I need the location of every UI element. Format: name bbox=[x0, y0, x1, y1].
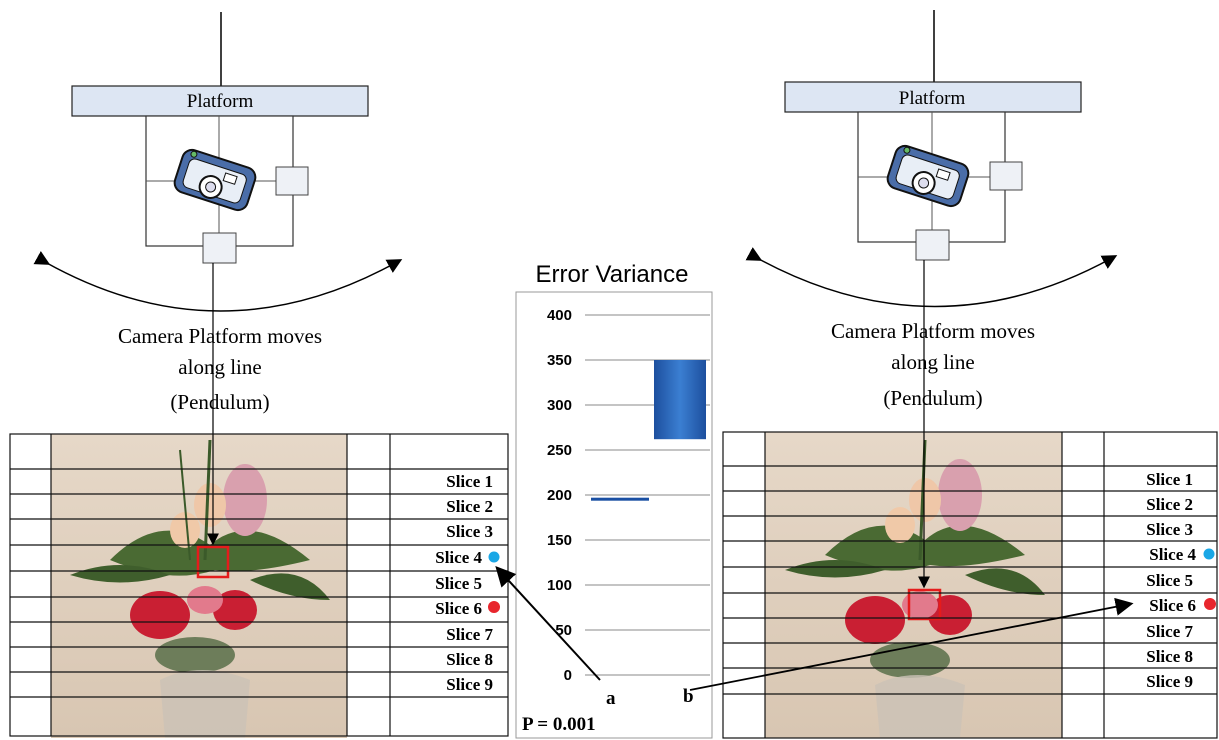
bar-a bbox=[591, 497, 649, 501]
right-slice4-dot bbox=[1203, 548, 1215, 560]
side-mount-right bbox=[989, 161, 1023, 191]
platform-label: Platform bbox=[187, 91, 254, 112]
y-tick-label: 150 bbox=[547, 532, 572, 549]
side-mount bbox=[275, 166, 309, 196]
right-slice-5: Slice 5 bbox=[1146, 571, 1193, 590]
left-slice4-dot bbox=[488, 551, 500, 563]
platform-box-right bbox=[784, 81, 1082, 113]
arrow-a-to-slice4 bbox=[495, 566, 601, 681]
y-tick-label: 200 bbox=[547, 487, 572, 504]
left-slice-8: Slice 8 bbox=[446, 650, 493, 669]
platform-label-right: Platform bbox=[899, 88, 966, 109]
caption-right-line3: (Pendulum) bbox=[883, 386, 982, 410]
y-tick-label: 300 bbox=[547, 397, 572, 414]
right-slice-2: Slice 2 bbox=[1146, 495, 1193, 514]
y-tick-labels: 0 50 100 150 200 250 300 350 400 bbox=[547, 307, 572, 684]
left-slice-2: Slice 2 bbox=[446, 497, 493, 516]
target-square bbox=[196, 545, 230, 579]
left-slice-3: Slice 3 bbox=[446, 522, 493, 541]
flower-arrangement-right bbox=[785, 439, 1045, 738]
caption-line2: along line bbox=[178, 355, 261, 379]
category-label-b: b bbox=[683, 686, 694, 707]
y-tick-label: 350 bbox=[547, 352, 572, 369]
left-slice-5: Slice 5 bbox=[435, 574, 482, 593]
arrow-b-to-slice6 bbox=[689, 597, 1134, 691]
slice-grid bbox=[9, 433, 509, 737]
left-slice-6: Slice 6 bbox=[435, 599, 482, 618]
target-square-right bbox=[907, 588, 942, 621]
bottom-mount bbox=[202, 232, 237, 264]
right-slice-7: Slice 7 bbox=[1146, 622, 1193, 641]
left-slice-9: Slice 9 bbox=[446, 675, 493, 694]
error-variance-chart: Error Variance 050100150200250300350400 … bbox=[515, 261, 713, 739]
caption-line3: (Pendulum) bbox=[170, 390, 269, 414]
caption-line1: Camera Platform moves bbox=[118, 324, 322, 348]
right-slice6-dot bbox=[1204, 598, 1216, 610]
swing-arc-right bbox=[745, 247, 1118, 308]
bar-b bbox=[654, 360, 706, 440]
bottom-mount-right bbox=[915, 229, 950, 261]
right-slice-1: Slice 1 bbox=[1146, 470, 1193, 489]
swing-arc bbox=[33, 251, 403, 312]
right-slice-8: Slice 8 bbox=[1146, 647, 1193, 666]
y-tick-label: 50 bbox=[555, 622, 572, 639]
camera-icon-right bbox=[886, 144, 970, 208]
y-tick-label: 0 bbox=[564, 667, 572, 684]
right-slice-6: Slice 6 bbox=[1149, 596, 1196, 615]
left-slice-4: Slice 4 bbox=[435, 548, 482, 567]
p-value-annotation: P = 0.001 bbox=[522, 714, 596, 735]
caption-right-line2: along line bbox=[891, 350, 974, 374]
left-slice6-dot bbox=[488, 601, 500, 613]
bars bbox=[591, 360, 706, 501]
right-panel: Platform Camera Platform moves along lin… bbox=[722, 10, 1218, 739]
right-slice-3: Slice 3 bbox=[1146, 520, 1193, 539]
caption-right-line1: Camera Platform moves bbox=[831, 319, 1035, 343]
left-slice-1: Slice 1 bbox=[446, 472, 493, 491]
chart-title: Error Variance bbox=[536, 261, 689, 288]
y-tick-label: 250 bbox=[547, 442, 572, 459]
y-tick-label: 100 bbox=[547, 577, 572, 594]
right-slice-9: Slice 9 bbox=[1146, 672, 1193, 691]
left-slice-7: Slice 7 bbox=[446, 625, 493, 644]
left-panel: Platform Camera Platform moves along lin… bbox=[9, 12, 509, 738]
chart-frame bbox=[515, 291, 713, 739]
y-tick-label: 400 bbox=[547, 307, 572, 324]
category-label-a: a bbox=[606, 688, 616, 709]
right-slice-4: Slice 4 bbox=[1149, 545, 1196, 564]
camera-icon bbox=[173, 148, 257, 212]
